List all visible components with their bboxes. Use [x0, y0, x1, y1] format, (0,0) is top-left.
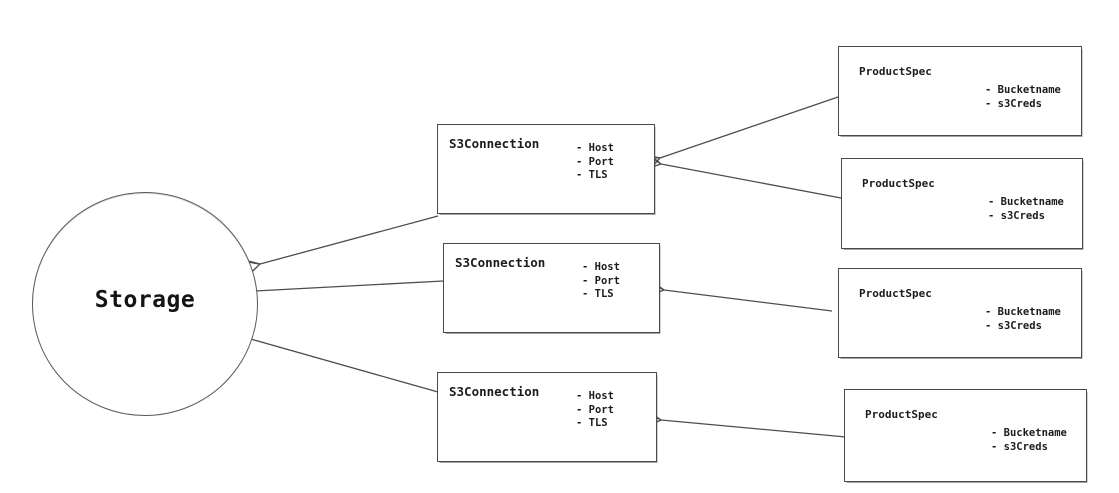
edge-productspec1-to-s3connection1 [660, 96, 839, 158]
edge-productspec3-to-s3connection2 [664, 290, 833, 312]
edge-productspec4-to-s3connection3 [661, 420, 847, 438]
node-attributes: - Bucketname - s3Creds [991, 427, 1067, 454]
attribute: - TLS [576, 169, 608, 181]
s3connection-node-1: S3Connection - Host - Port - TLS [437, 124, 655, 214]
attribute: - s3Creds [985, 319, 1042, 332]
node-title: S3Connection [449, 384, 540, 399]
attribute: - Bucketname [991, 427, 1067, 439]
attribute: - Bucketname [985, 84, 1061, 96]
productspec-node-2: ProductSpec - Bucketname - s3Creds [841, 158, 1083, 249]
node-title: ProductSpec [862, 177, 935, 190]
attribute: - s3Creds [985, 97, 1042, 110]
node-attributes: - Host - Port - TLS [576, 142, 614, 183]
node-title: S3Connection [449, 136, 540, 151]
attribute: - Host [576, 142, 614, 154]
attribute: - s3Creds [988, 209, 1045, 222]
attribute: - Port [576, 155, 614, 168]
attribute: - Host [576, 390, 614, 402]
attribute: - TLS [576, 417, 608, 429]
node-title: ProductSpec [865, 408, 938, 421]
attribute: - Port [576, 403, 614, 416]
attribute: - TLS [582, 288, 614, 300]
attribute: - s3Creds [991, 440, 1048, 453]
node-attributes: - Bucketname - s3Creds [985, 306, 1061, 333]
node-attributes: - Host - Port - TLS [582, 261, 620, 302]
node-title: ProductSpec [859, 65, 932, 78]
node-attributes: - Bucketname - s3Creds [988, 196, 1064, 223]
edge-s3connection2-to-storage [255, 280, 444, 291]
attribute: - Host [582, 261, 620, 273]
storage-label: Storage [94, 287, 196, 313]
node-title: S3Connection [455, 255, 546, 270]
edge-s3connection1-to-storage [260, 215, 439, 264]
attribute: - Port [582, 274, 620, 287]
s3connection-node-2: S3Connection - Host - Port - TLS [443, 243, 660, 333]
attribute: - Bucketname [985, 306, 1061, 318]
productspec-node-1: ProductSpec - Bucketname - s3Creds [838, 46, 1082, 136]
storage-node: Storage [32, 192, 258, 416]
node-attributes: - Host - Port - TLS [576, 390, 614, 431]
productspec-node-3: ProductSpec - Bucketname - s3Creds [838, 268, 1082, 358]
node-title: ProductSpec [859, 287, 932, 300]
edge-s3connection3-to-storage [247, 338, 439, 393]
s3connection-node-3: S3Connection - Host - Port - TLS [437, 372, 657, 462]
edge-productspec2-to-s3connection1 [661, 164, 842, 199]
productspec-node-4: ProductSpec - Bucketname - s3Creds [844, 389, 1087, 482]
attribute: - Bucketname [988, 196, 1064, 208]
node-attributes: - Bucketname - s3Creds [985, 84, 1061, 111]
